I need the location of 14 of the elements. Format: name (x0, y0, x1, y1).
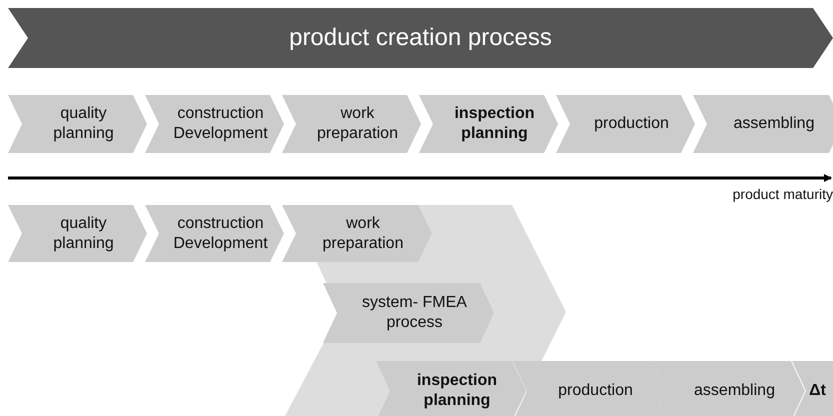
process-step: work preparation (282, 95, 421, 153)
axis-label: product maturity (732, 186, 833, 202)
process-step: construction Development (145, 205, 284, 262)
process-step: assembling (693, 95, 833, 153)
process-step: inspection planning (419, 95, 558, 153)
process-step: production (556, 95, 695, 153)
process-step: quality planning (8, 95, 147, 153)
process-banner: product creation process (8, 8, 833, 68)
process-step: inspection planning (376, 361, 526, 416)
process-step: production (513, 361, 666, 416)
process-step: system- FMEA process (323, 283, 494, 343)
process-step: assembling (652, 361, 805, 416)
process-step: construction Development (145, 95, 284, 153)
process-step: quality planning (8, 205, 147, 262)
